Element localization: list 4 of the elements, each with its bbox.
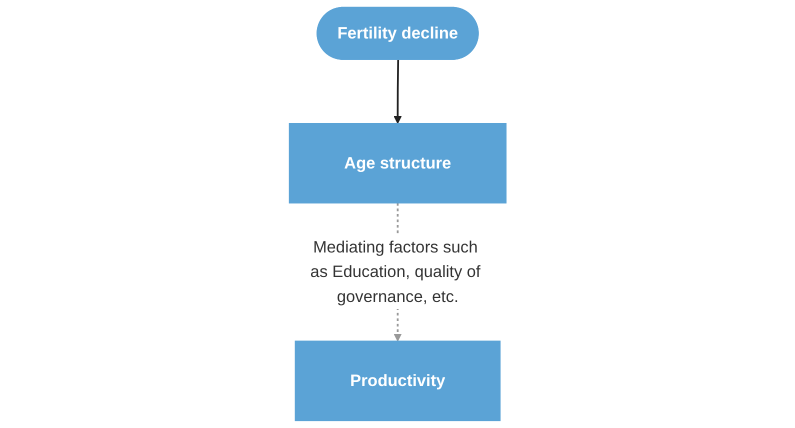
node-box: Age structure [288,123,506,204]
node-box: Productivity [294,340,500,422]
edge-label: Mediating factors such as Education, quality of governance, etc. [310,238,480,306]
arrow [393,60,402,124]
